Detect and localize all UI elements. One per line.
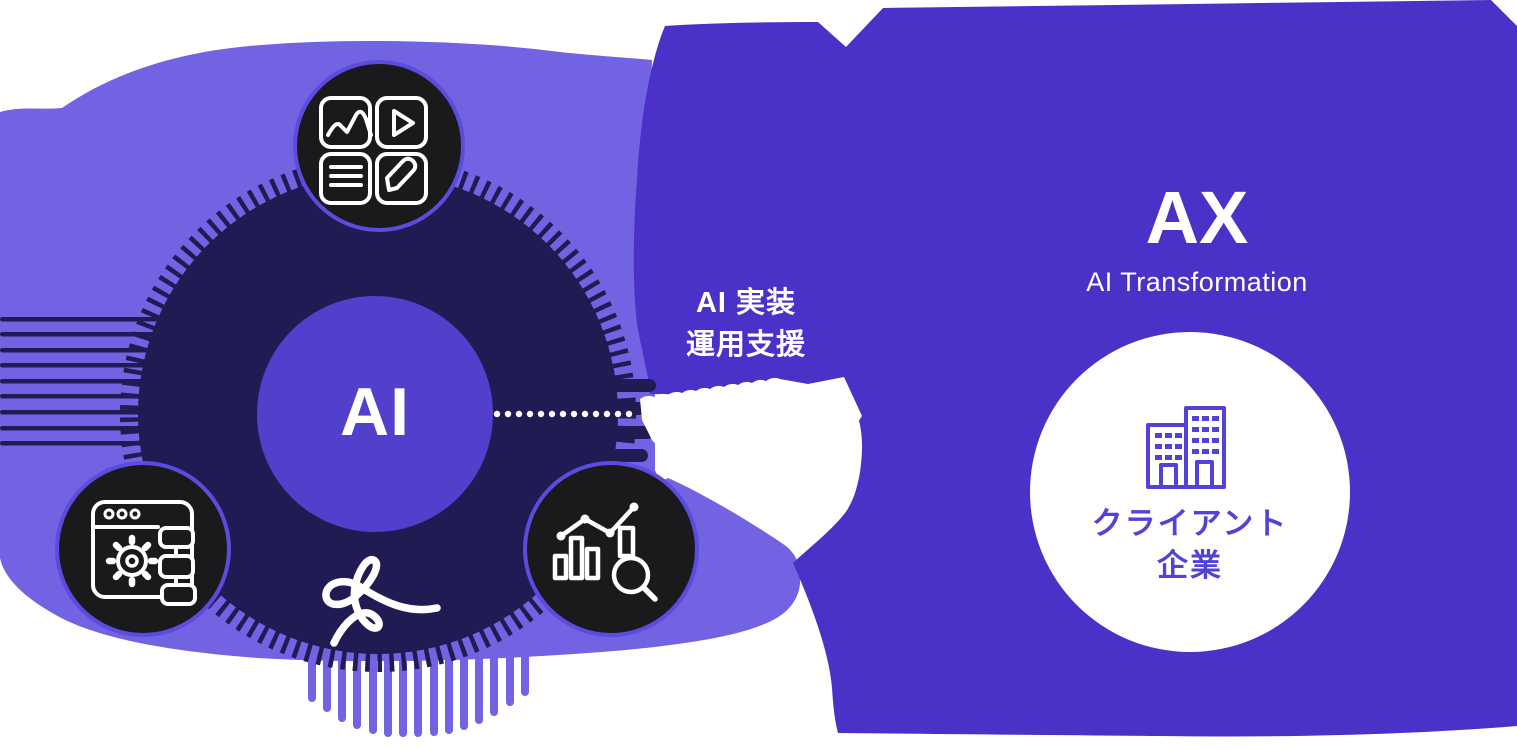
right-brush-blob xyxy=(633,0,1517,737)
ax-title: AX xyxy=(1145,176,1249,259)
flow-label-line2: 運用支援 xyxy=(685,329,806,361)
office-buildings-icon xyxy=(1146,406,1226,489)
ax-subtitle: AI Transformation xyxy=(1086,267,1308,297)
brush-arrow xyxy=(640,377,862,514)
ai-core-circle xyxy=(257,296,493,532)
signature-squiggle xyxy=(322,556,441,647)
flow-label: AI 実装 運用支援 xyxy=(638,282,854,366)
flow-label-line1: AI 実装 xyxy=(695,287,797,319)
client-circle xyxy=(1030,332,1350,652)
dotted-connector xyxy=(493,410,633,418)
client-label: クライアント 企業 xyxy=(1065,503,1315,587)
automation-browser-gear-icon xyxy=(55,461,231,637)
client-label-line1: クライアント xyxy=(1091,506,1289,541)
analytics-chart-search-icon xyxy=(523,461,699,637)
client-label-line2: 企業 xyxy=(1157,548,1223,583)
content-media-grid-icon xyxy=(293,60,465,232)
ai-core-label: AI xyxy=(340,374,410,450)
